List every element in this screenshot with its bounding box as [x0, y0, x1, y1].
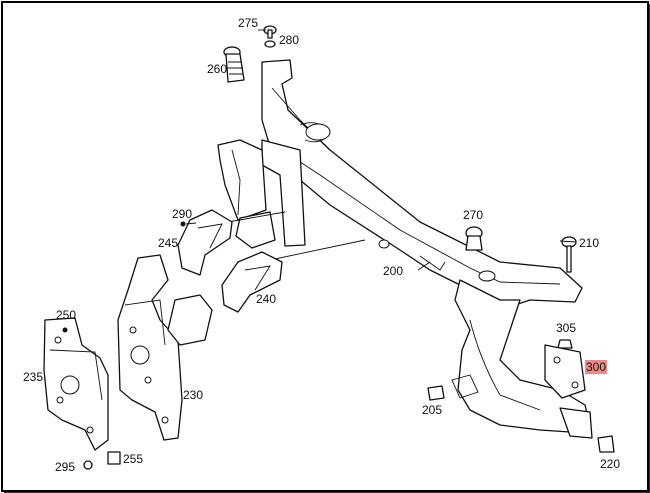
callout-275: 275	[238, 16, 259, 30]
callout-295: 295	[55, 460, 76, 474]
bracket-300[interactable]	[544, 344, 586, 399]
nut-305[interactable]	[557, 339, 573, 349]
callout-245: 245	[158, 236, 179, 250]
callout-210: 210	[579, 236, 600, 250]
bracket-240[interactable]	[221, 251, 283, 313]
clip-255[interactable]	[107, 451, 121, 465]
callout-250: 250	[56, 308, 77, 322]
screw-250[interactable]	[62, 327, 68, 333]
screw-290[interactable]	[180, 221, 186, 227]
mount-260[interactable]	[223, 46, 245, 83]
callout-290: 290	[172, 207, 193, 221]
callout-300: 300	[585, 360, 608, 374]
callout-280: 280	[279, 33, 300, 47]
callout-270: 270	[463, 208, 484, 222]
callout-240: 240	[256, 292, 277, 306]
clip-220[interactable]	[597, 435, 615, 453]
bolt-275[interactable]	[263, 25, 277, 39]
plate-235[interactable]	[43, 317, 109, 451]
bracket-245[interactable]	[177, 209, 233, 276]
screw-295[interactable]	[83, 460, 93, 470]
callout-220: 220	[600, 457, 621, 471]
plate-230[interactable]	[117, 254, 213, 441]
callout-235: 235	[23, 370, 44, 384]
callout-260: 260	[207, 62, 228, 76]
clip-205[interactable]	[427, 385, 445, 401]
callout-200: 200	[383, 264, 404, 278]
nut-280[interactable]	[264, 40, 276, 48]
callout-205: 205	[422, 403, 443, 417]
callout-255: 255	[123, 452, 144, 466]
fitting-270[interactable]	[465, 226, 483, 251]
callout-305: 305	[556, 321, 577, 335]
subframe-200[interactable]	[217, 59, 593, 439]
callout-230: 230	[183, 388, 204, 402]
